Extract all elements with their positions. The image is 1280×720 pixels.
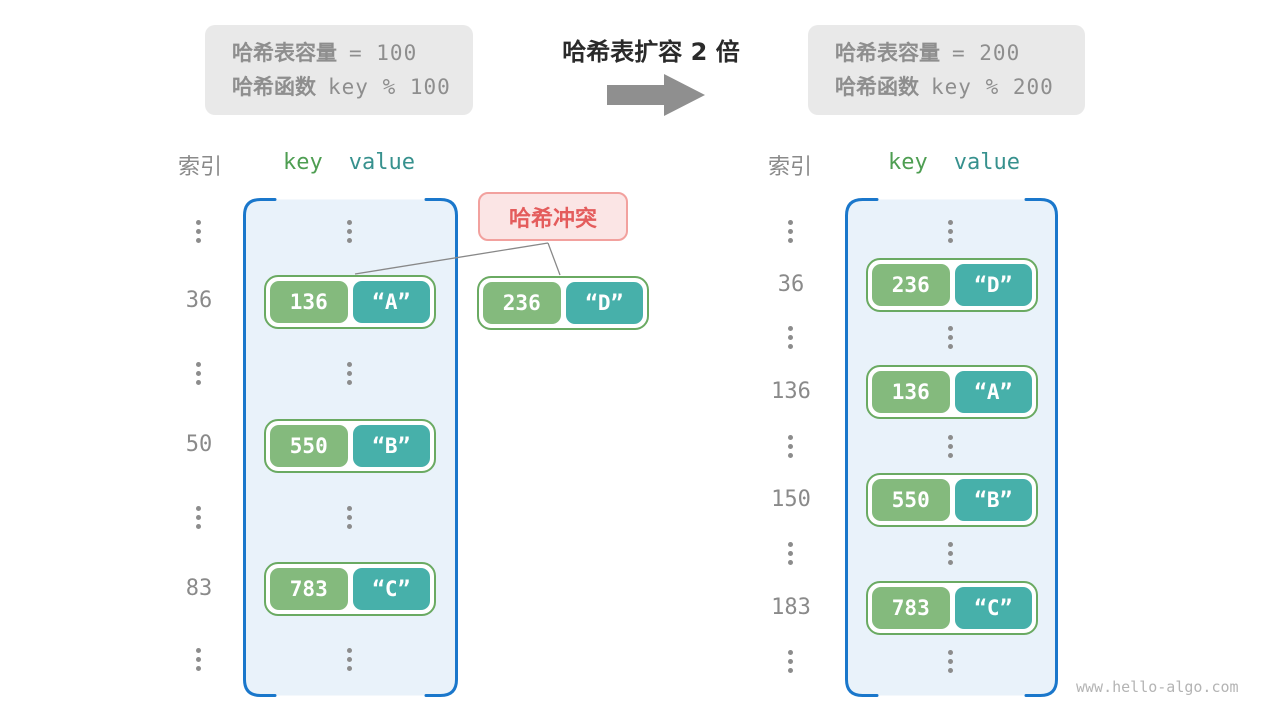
transform-title: 哈希表扩容 2 倍: [562, 38, 740, 66]
kv-pair: 236 “D”: [866, 258, 1038, 312]
value-cell: “A”: [352, 281, 430, 323]
key-cell: 783: [872, 587, 950, 629]
ellipsis-icon: [196, 220, 201, 243]
capacity-label: 哈希表容量: [232, 41, 337, 65]
hash-function-value: key % 100: [328, 75, 451, 99]
before-capacity-box: 哈希表容量 = 100 哈希函数 key % 100: [205, 25, 473, 115]
key-cell: 550: [270, 425, 348, 467]
ellipsis-icon: [788, 220, 793, 243]
kv-pair: 136 “A”: [264, 275, 436, 329]
after-capacity-line: 哈希表容量 = 200: [835, 36, 1085, 70]
hash-function-label: 哈希函数: [232, 75, 316, 99]
ellipsis-icon: [347, 362, 352, 385]
kv-pair: 783 “C”: [866, 581, 1038, 635]
index-label: 36: [185, 288, 213, 313]
capacity-label: 哈希表容量: [835, 41, 940, 65]
right-index-header: 索引: [768, 155, 813, 180]
right-value-header: value: [953, 150, 1020, 175]
ellipsis-icon: [948, 650, 953, 673]
kv-pair: 550 “B”: [866, 473, 1038, 527]
ellipsis-icon: [788, 326, 793, 349]
value-cell: “A”: [954, 371, 1032, 413]
hash-function-label: 哈希函数: [835, 75, 919, 99]
ellipsis-icon: [347, 220, 352, 243]
ellipsis-icon: [788, 435, 793, 458]
before-capacity-line: 哈希表容量 = 100: [232, 36, 473, 70]
index-label: 83: [185, 576, 213, 601]
left-index-header: 索引: [178, 155, 223, 180]
ellipsis-icon: [196, 506, 201, 529]
left-kv-header: key value: [283, 150, 415, 175]
key-cell: 236: [872, 264, 950, 306]
right-kv-header: key value: [888, 150, 1020, 175]
index-label: 136: [771, 379, 811, 404]
value-cell: “B”: [954, 479, 1032, 521]
ellipsis-icon: [948, 435, 953, 458]
key-cell: 136: [270, 281, 348, 323]
ellipsis-icon: [788, 650, 793, 673]
value-cell: “B”: [352, 425, 430, 467]
ellipsis-icon: [788, 542, 793, 565]
ellipsis-icon: [948, 220, 953, 243]
capacity-value: = 100: [349, 41, 418, 65]
hash-function-value: key % 200: [931, 75, 1054, 99]
kv-pair: 136 “A”: [866, 365, 1038, 419]
ellipsis-icon: [948, 326, 953, 349]
key-cell: 136: [872, 371, 950, 413]
ellipsis-icon: [196, 362, 201, 385]
colliding-kv-pair: 236 “D”: [477, 276, 649, 330]
index-label: 150: [771, 487, 811, 512]
ellipsis-icon: [347, 506, 352, 529]
right-arrow-icon: [607, 74, 705, 116]
ellipsis-icon: [196, 648, 201, 671]
index-label: 183: [771, 595, 811, 620]
value-cell: “C”: [954, 587, 1032, 629]
collision-label: 哈希冲突: [478, 192, 628, 241]
key-cell: 550: [872, 479, 950, 521]
value-cell: “D”: [954, 264, 1032, 306]
left-key-header: key: [283, 150, 323, 175]
index-label: 50: [185, 432, 213, 457]
index-label: 36: [777, 272, 805, 297]
before-hash-line: 哈希函数 key % 100: [232, 70, 473, 104]
value-cell: “D”: [565, 282, 643, 324]
watermark: www.hello-algo.com: [1076, 678, 1239, 696]
after-capacity-box: 哈希表容量 = 200 哈希函数 key % 200: [808, 25, 1085, 115]
right-key-header: key: [888, 150, 928, 175]
ellipsis-icon: [347, 648, 352, 671]
after-hash-line: 哈希函数 key % 200: [835, 70, 1085, 104]
value-cell: “C”: [352, 568, 430, 610]
key-cell: 236: [483, 282, 561, 324]
ellipsis-icon: [948, 542, 953, 565]
capacity-value: = 200: [952, 41, 1021, 65]
kv-pair: 783 “C”: [264, 562, 436, 616]
key-cell: 783: [270, 568, 348, 610]
kv-pair: 550 “B”: [264, 419, 436, 473]
left-value-header: value: [348, 150, 415, 175]
